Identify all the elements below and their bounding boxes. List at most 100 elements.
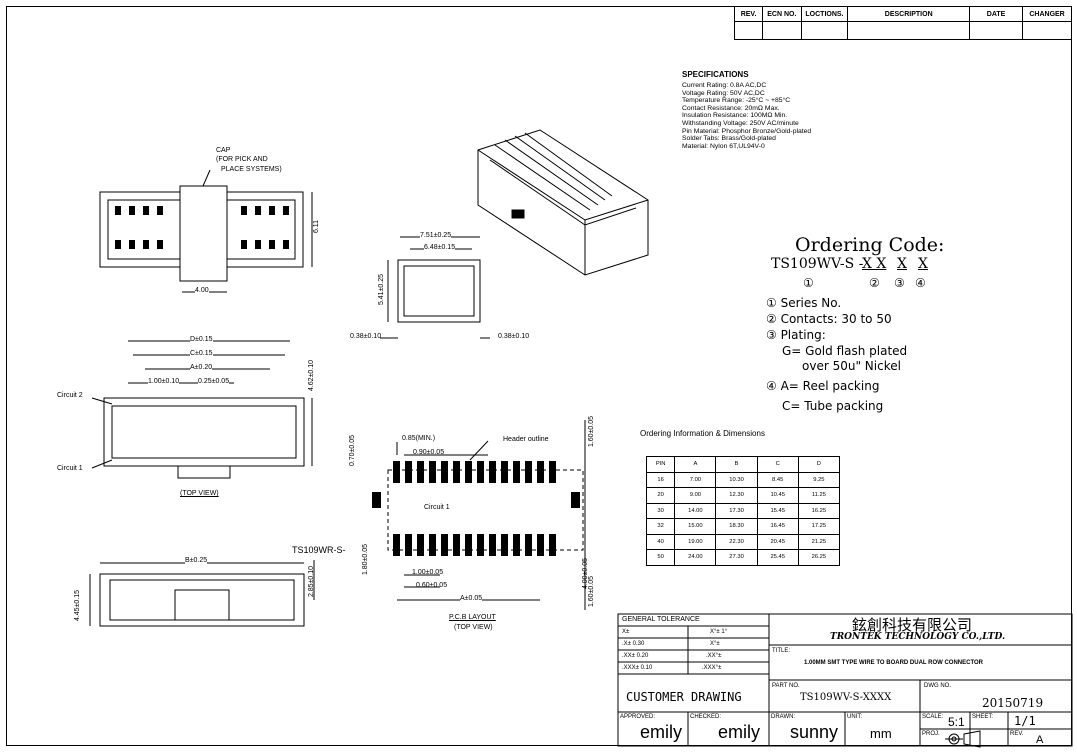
dim-b: B±0.25 [185, 557, 208, 564]
dim-1-00: 1.00±0.05 [412, 569, 444, 576]
table-cell: 20 [645, 487, 676, 504]
company-name-english: TRONTEK TECHNOLOGY CO.,LTD. [830, 632, 1006, 642]
title-block-frame [617, 613, 1073, 747]
dim-4-00: 4.00 [195, 287, 209, 294]
ordering-code-item: over 50u" Nickel [802, 359, 901, 373]
dim-a: A±0.20 [190, 364, 213, 371]
dim-0-38-right: 0.38±0.10 [498, 333, 530, 340]
part-no-label: PART NO. [772, 683, 800, 689]
pcb-layout-drawing [372, 420, 586, 610]
ordering-code-marker-3: ③ [894, 276, 905, 290]
specifications-title: SPECIFICATIONS [682, 70, 749, 79]
approved-name: emily [640, 722, 683, 742]
dim-a-0-05: A±0.05 [460, 595, 483, 602]
unit-value: mm [870, 726, 892, 741]
ordering-code-x1: X X [862, 256, 887, 272]
scale-label: SCALE: [922, 714, 944, 720]
dim-0-90: 0.90±0.05 [413, 449, 445, 456]
label-cap-note-2: PLACE SYSTEMS) [221, 166, 282, 173]
front-view-drawing [89, 560, 315, 627]
table-cell: 50 [645, 549, 676, 566]
label-top-view: (TOP VIEW) [180, 490, 219, 497]
tolerance-cell: X°± [710, 641, 720, 647]
sheet-label: SHEET: [972, 714, 994, 720]
ordering-code-item: ① Series No. [766, 296, 842, 310]
ordering-info-title: Ordering Information & Dimensions [640, 429, 765, 438]
spec-line: Withstanding Voltage: 250V AC/minute [682, 119, 799, 127]
rev-value: A [1036, 734, 1044, 746]
sheet-value: 1/1 [1014, 714, 1036, 728]
ordering-code-marker-1: ① [803, 276, 814, 290]
drawn-name: sunny [790, 722, 839, 742]
dim-0-85: 0.85(MIN.) [402, 435, 436, 442]
spec-line: Solder Tabs: Brass/Gold-plated [682, 135, 776, 143]
title-label: TITLE: [772, 648, 791, 654]
spec-line: Material: Nylon 6T,UL94V-0 [682, 142, 765, 150]
spec-line: Voltage Rating: 50V AC,DC [682, 89, 765, 97]
ordering-code-item: ② Contacts: 30 to 50 [766, 312, 892, 326]
label-pcb-top-view: (TOP VIEW) [454, 624, 493, 631]
ordering-code-series: TS109WV-S - [771, 256, 864, 272]
label-cap-note-1: (FOR PICK AND [216, 156, 268, 163]
tolerance-header: GENERAL TOLERANCE [622, 616, 700, 623]
ordering-code-item: ③ Plating: [766, 328, 826, 342]
dim-d: D±0.15 [190, 336, 213, 343]
ordering-code-item: G= Gold flash plated [782, 344, 908, 358]
drawn-label: DRAWN: [771, 714, 796, 720]
ordering-code-marker-2: ② [869, 276, 880, 290]
dim-0-38-left: 0.38±0.10 [350, 333, 382, 340]
company-name-chinese: 鉉創科技有限公司 [852, 616, 973, 634]
tolerance-cell: .X± 0.30 [622, 641, 645, 647]
dim-c: C±0.15 [190, 350, 213, 357]
spec-line: Contact Resistance: 20mΩ Max. [682, 104, 780, 112]
projection-label: PROJ. [922, 731, 940, 737]
dim-pitch: 1.00±0.10 [148, 378, 180, 385]
ordering-code-title: Ordering Code: [795, 234, 945, 256]
part-number: TS109WV-S-XXXX [800, 692, 892, 703]
specifications-block: SPECIFICATIONS Current Rating: 0.8A AC,D… [682, 70, 811, 150]
tolerance-cell: X°± 1° [710, 629, 728, 635]
tolerance-cell: .XX± 0.20 [622, 653, 649, 659]
label-circuit-1: Circuit 1 [57, 465, 83, 472]
label-circuit-2: Circuit 2 [57, 392, 83, 399]
dim-7-51: 7.51±0.25 [420, 232, 452, 239]
table-cell: 9.25 [797, 471, 841, 488]
dwg-number: 20150719 [982, 696, 1044, 710]
ordering-code-item: C= Tube packing [782, 399, 884, 413]
label-cap: CAP [216, 147, 231, 154]
revision-table: REV. ECN NO. LOCTIONS. DESCRIPTION DATE … [733, 6, 1072, 40]
spec-line: Insulation Resistance: 100MΩ Min. [682, 112, 788, 120]
tolerance-cell: .XXX± 0.10 [622, 665, 653, 671]
tolerance-cell: .XX°± [706, 653, 722, 659]
drawing-border [6, 6, 1072, 746]
isometric-connector [477, 129, 649, 276]
checked-label: CHECKED: [690, 714, 722, 720]
ordering-code-items: ① Series No. ② Contacts: 30 to 50 ③ Plat… [766, 296, 907, 415]
checked-name: emily [718, 722, 761, 742]
ordering-code-marker-4: ④ [915, 276, 926, 290]
label-side-reference: TS109WR-S- [292, 545, 346, 555]
ordering-code-item: ④ A= Reel packing [766, 379, 880, 393]
top-connector-view [99, 169, 313, 293]
unit-label: UNIT: [847, 714, 862, 720]
drawing-title: 1.00MM SMT TYPE WIRE TO BOARD DUAL ROW C… [804, 660, 984, 666]
dim-6-48: 6.48±0.15 [424, 244, 456, 251]
tolerance-cell: X± [622, 629, 630, 635]
spec-line: Temperature Range: -25°C ~ +85°C [682, 97, 791, 105]
ordering-code-x3: X [918, 256, 928, 272]
dim-0-25: 0.25±0.05 [198, 378, 230, 385]
scale-value: 5:1 [948, 715, 965, 729]
dim-0-60: 0.60±0.05 [416, 582, 448, 589]
ordering-code-x2: X [897, 256, 907, 272]
label-header-outline: Header outline [503, 436, 549, 443]
table-cell: 26.25 [797, 549, 841, 566]
rev-label: REV. [1010, 731, 1024, 737]
customer-drawing-label: CUSTOMER DRAWING [626, 690, 742, 704]
